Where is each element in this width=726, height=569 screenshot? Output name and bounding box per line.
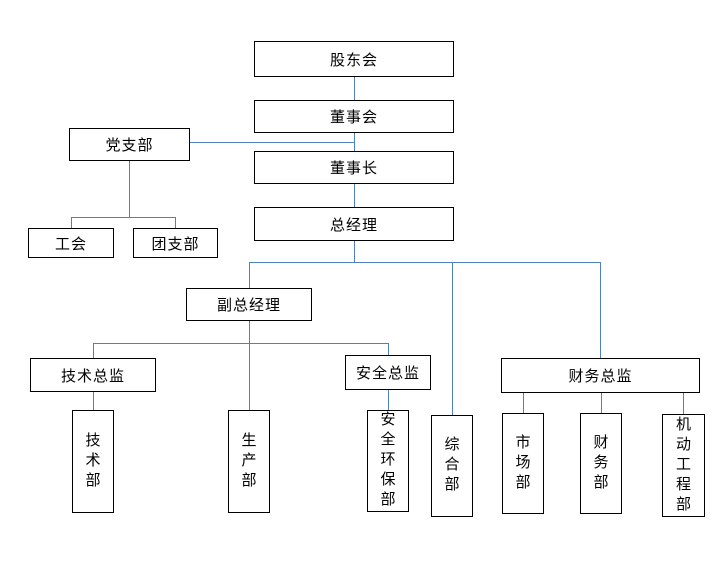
node-marketing-dept: 市场部 — [502, 413, 544, 514]
connector-line — [93, 343, 94, 358]
connector-line — [71, 217, 72, 228]
connector-line — [601, 393, 602, 413]
node-party-branch: 党支部 — [69, 128, 190, 161]
connector-line — [683, 393, 684, 414]
connector-line — [354, 77, 355, 100]
connector-line — [93, 343, 389, 344]
node-general-dept: 综合部 — [431, 415, 473, 517]
connector-line — [354, 133, 355, 151]
connector-line — [452, 262, 453, 415]
connector-line — [388, 343, 389, 355]
node-general-manager: 总经理 — [254, 207, 454, 241]
connector-line — [249, 262, 601, 263]
connector-line — [190, 142, 354, 143]
connector-line — [71, 217, 176, 218]
connector-line — [354, 241, 355, 262]
connector-line — [388, 390, 389, 410]
node-tech-director: 技术总监 — [30, 358, 156, 392]
connector-line — [354, 184, 355, 207]
node-finance-dept: 财务部 — [580, 413, 622, 514]
connector-line — [249, 321, 250, 410]
node-finance-director: 财务总监 — [501, 358, 700, 393]
node-shareholders: 股东会 — [254, 41, 454, 77]
node-safety-env-dept: 安全环保部 — [367, 410, 409, 512]
node-chairman: 董事长 — [254, 151, 454, 184]
connector-line — [129, 161, 130, 217]
node-youth-league: 团支部 — [133, 228, 218, 258]
connector-line — [249, 262, 250, 288]
node-labor-union: 工会 — [28, 228, 114, 258]
node-mech-eng-dept: 机动工程部 — [662, 414, 705, 517]
connector-line — [600, 262, 601, 358]
node-safety-director: 安全总监 — [345, 355, 431, 390]
node-tech-dept: 技术部 — [72, 410, 114, 513]
connector-line — [175, 217, 176, 228]
node-board: 董事会 — [254, 100, 454, 133]
node-production-dept: 生产部 — [228, 410, 270, 513]
node-deputy-gm: 副总经理 — [186, 288, 312, 321]
connector-line — [523, 393, 524, 413]
connector-line — [93, 392, 94, 410]
